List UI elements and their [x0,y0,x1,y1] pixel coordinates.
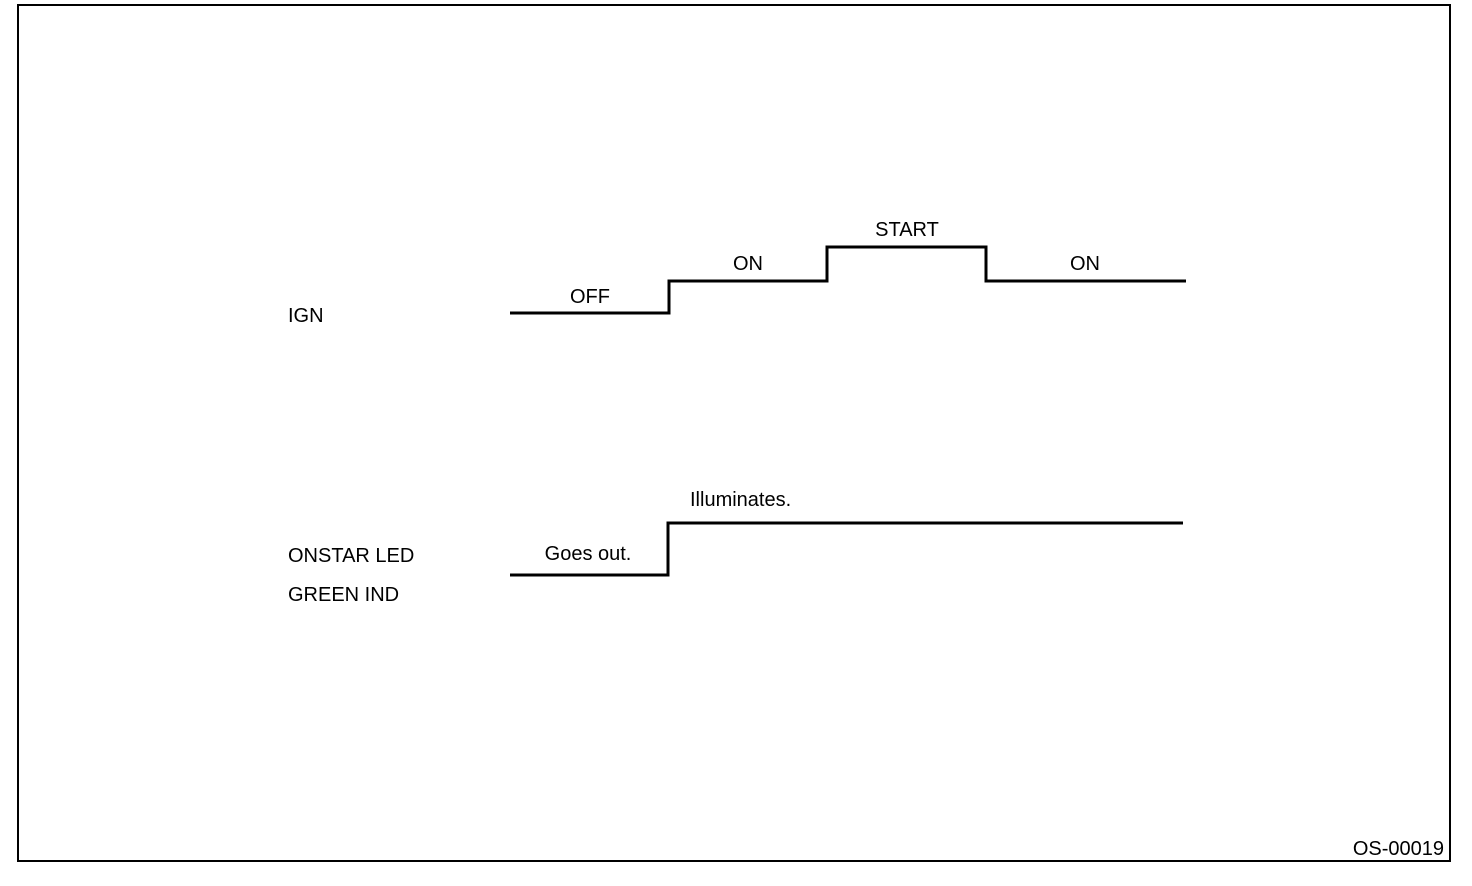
onstar-label-line1: ONSTAR LED [288,545,414,567]
onstar-state-goes-out: Goes out. [545,543,632,565]
ign-waveform [510,245,1186,315]
ign-state-off: OFF [570,286,610,308]
onstar-label-line2: GREEN IND [288,584,399,606]
diagram-frame [17,4,1451,862]
ign-state-on-1: ON [733,253,763,275]
figure-id: OS-00019 [1353,838,1444,860]
onstar-waveform [510,521,1183,577]
ign-state-start: START [875,219,939,241]
ign-label: IGN [288,305,324,327]
onstar-state-illuminates: Illuminates. [690,489,791,511]
ign-state-on-2: ON [1070,253,1100,275]
